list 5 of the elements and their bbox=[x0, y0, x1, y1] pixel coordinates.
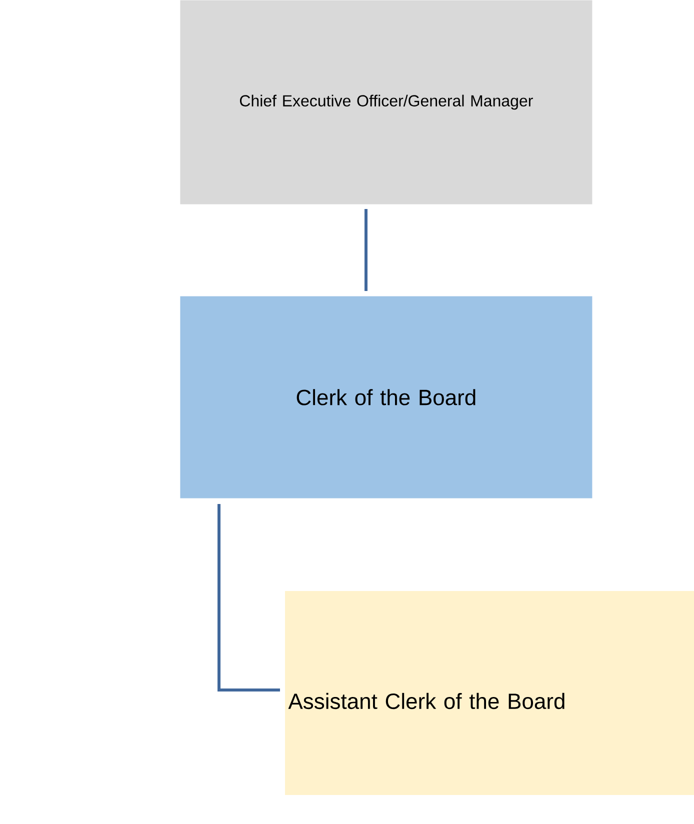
org-box: Assistant Clerk of the Board bbox=[285, 591, 694, 795]
org-box: Clerk of the Board bbox=[180, 296, 592, 498]
org-box: Chief Executive Officer/General Manager bbox=[180, 0, 592, 204]
connector-line bbox=[218, 504, 280, 692]
connector-line bbox=[364, 209, 368, 291]
